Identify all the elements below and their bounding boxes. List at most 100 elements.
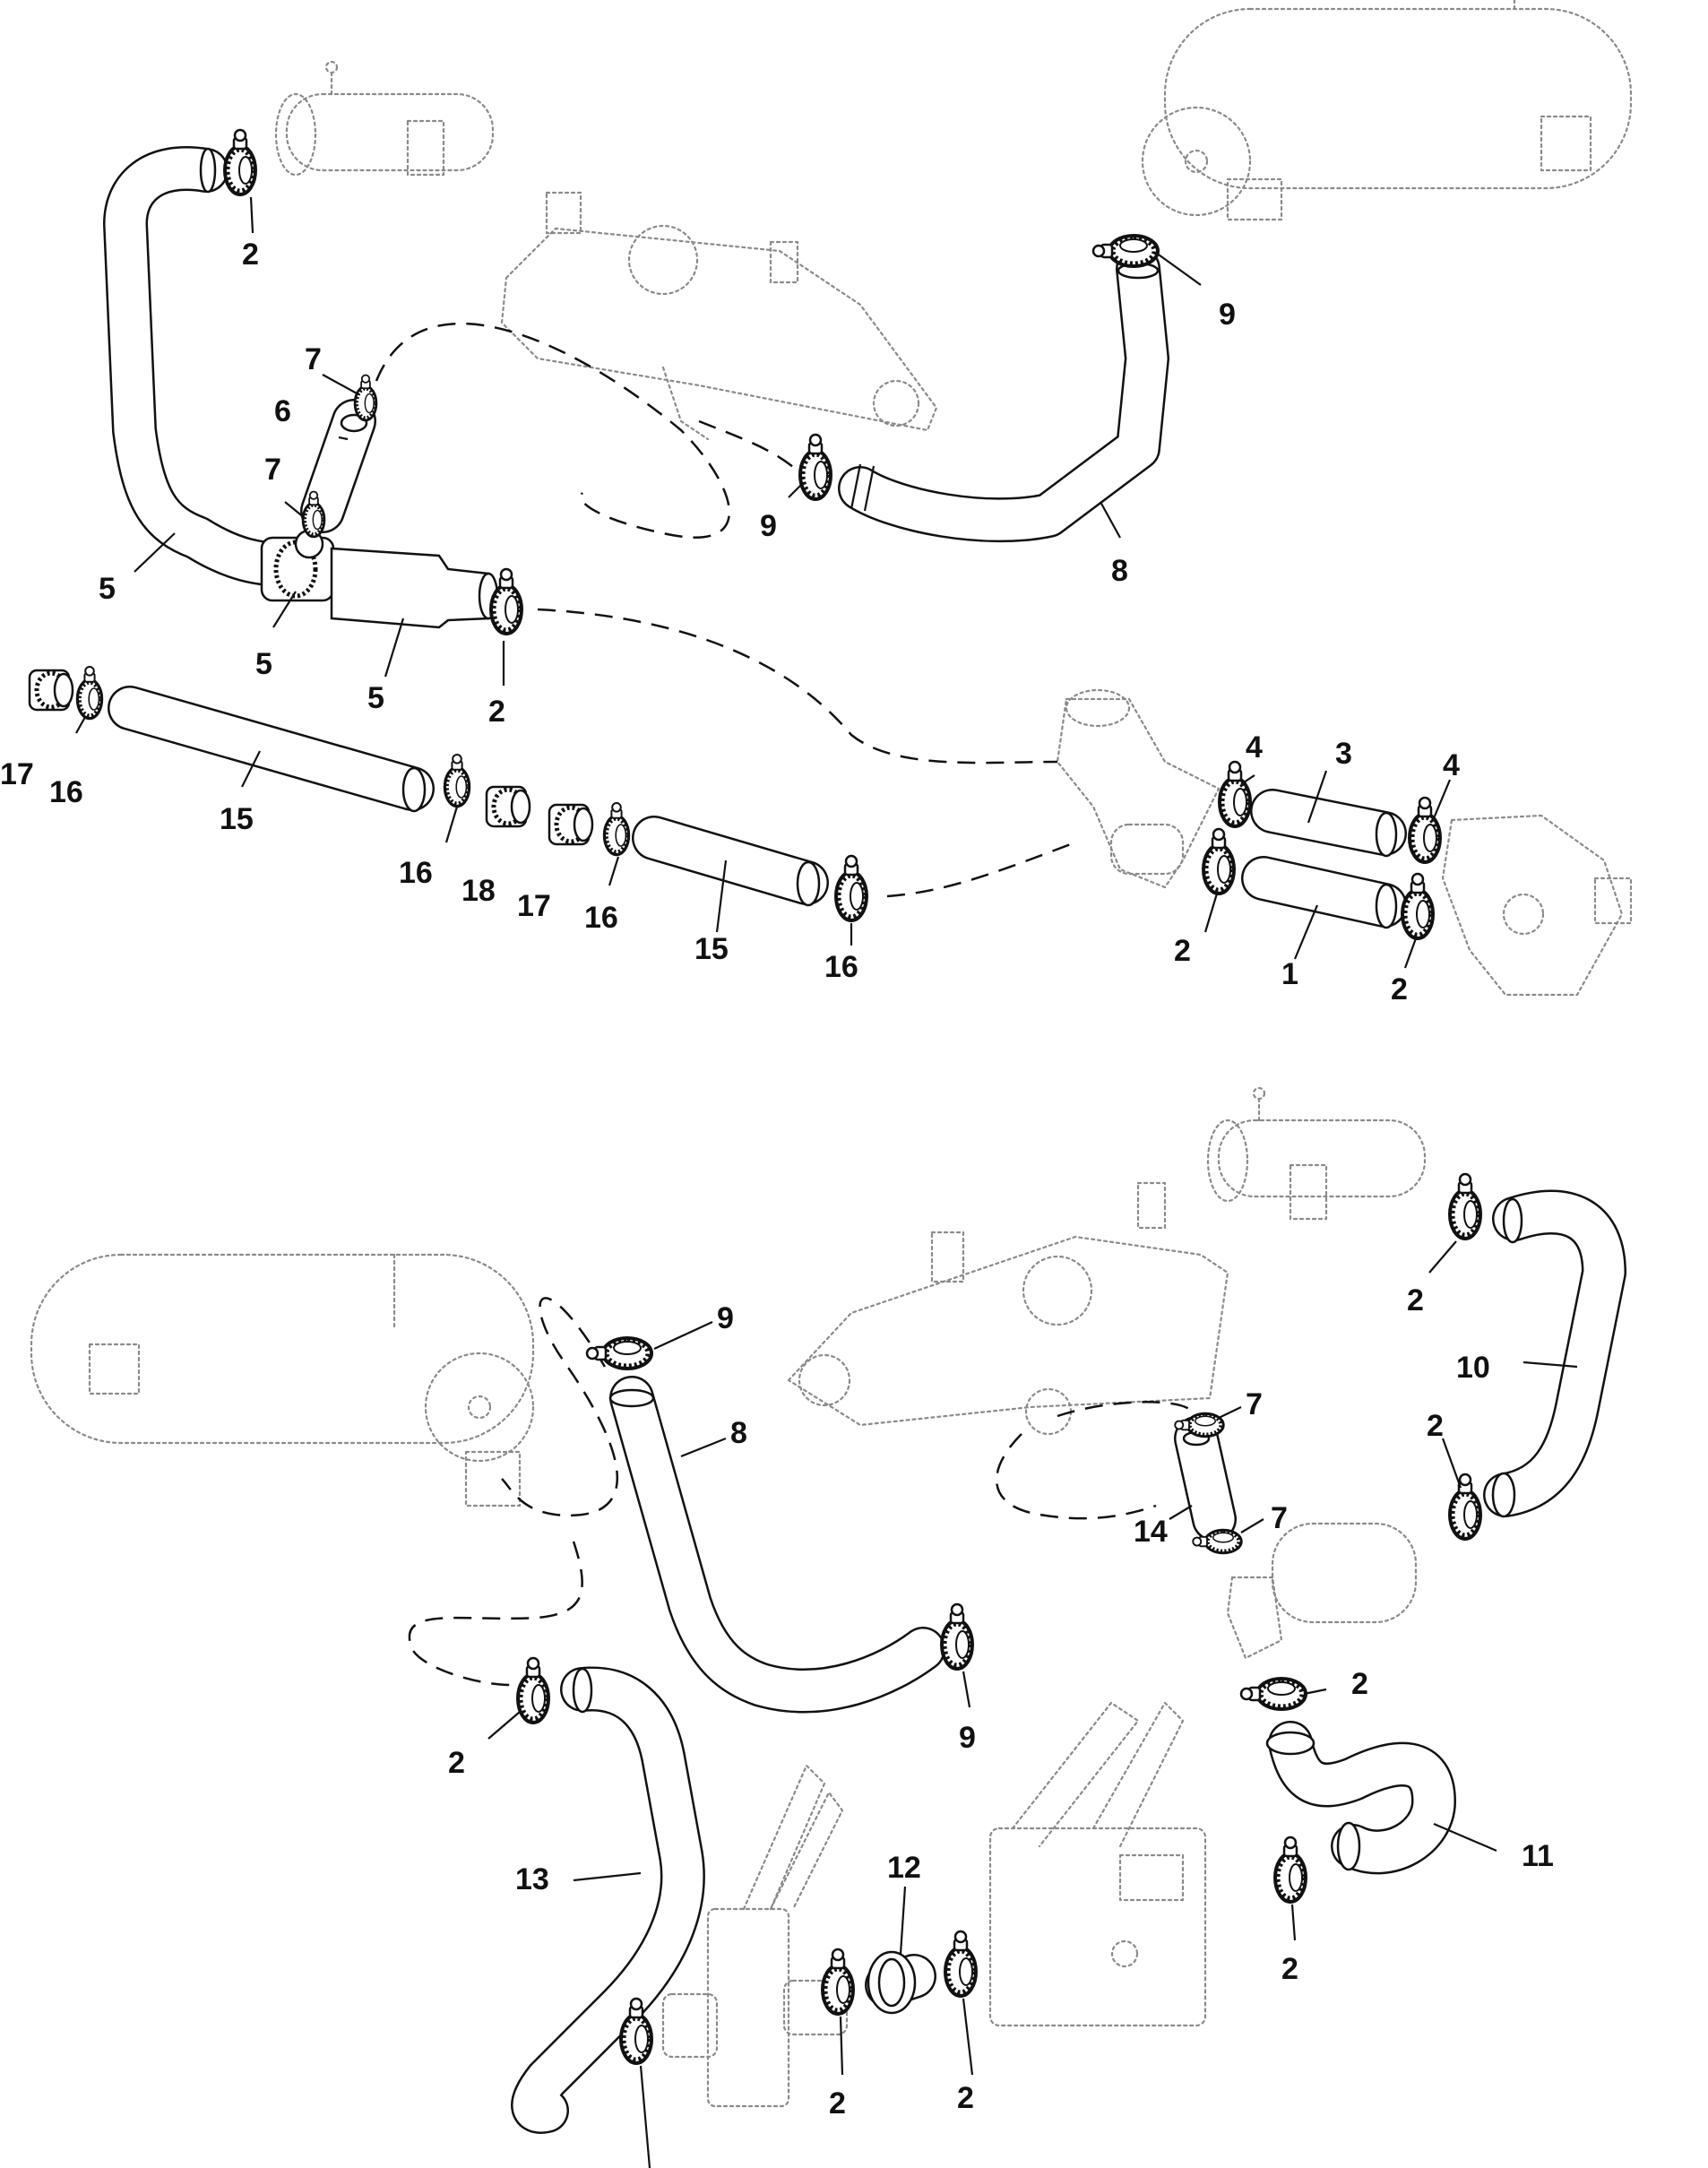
callout-bot-7a: 7 xyxy=(1246,1387,1263,1421)
callout-top-16d: 16 xyxy=(824,950,858,984)
bottom-route-left-loop xyxy=(501,1297,618,1517)
callout-top-17b: 17 xyxy=(517,889,551,923)
clamp-top-2d xyxy=(1402,874,1433,938)
top-manifold-outline xyxy=(500,191,938,441)
bottom-phantom-components xyxy=(30,1086,1427,2108)
top-route-hose6-to-manifold xyxy=(375,322,730,539)
clamp-bot-2c xyxy=(1241,1679,1306,1709)
hose-10 xyxy=(1483,1189,1626,1518)
hose-5 xyxy=(103,146,309,587)
callout-top-6: 6 xyxy=(274,394,291,428)
top-leaders xyxy=(75,196,1452,969)
callout-top-4b: 4 xyxy=(1443,748,1460,782)
clamp-top-2b xyxy=(491,569,522,634)
callout-top-18: 18 xyxy=(462,874,496,908)
callout-bot-2b: 2 xyxy=(1427,1409,1444,1443)
callout-top-2a: 2 xyxy=(242,238,259,272)
clamp-bot-2b xyxy=(1450,1474,1480,1539)
callout-top-16c: 16 xyxy=(584,901,618,935)
hose-14 xyxy=(1174,1416,1237,1542)
hose-5-tee xyxy=(260,529,335,602)
callout-bot-2a: 2 xyxy=(1407,1283,1424,1317)
callout-bot-8: 8 xyxy=(730,1416,747,1450)
hose-8 xyxy=(838,246,1169,543)
callout-top-7a: 7 xyxy=(305,342,322,376)
callout-bot-9a: 9 xyxy=(717,1301,734,1335)
bottom-leaders xyxy=(487,1240,1578,2168)
callout-top-16b: 16 xyxy=(399,856,433,890)
top-tee-block-outline xyxy=(1056,688,1221,889)
clamp-bot-2g xyxy=(945,1931,976,1996)
hose-11 xyxy=(1265,1721,1456,1875)
clamp-bot-9b xyxy=(942,1604,972,1669)
callout-top-3: 3 xyxy=(1335,737,1352,771)
callout-top-17a: 17 xyxy=(0,757,34,791)
clamp-bot-2f xyxy=(823,1949,853,2014)
callout-top-4a: 4 xyxy=(1246,730,1263,764)
hose-12 xyxy=(865,1950,936,2015)
callout-bot-2f: 2 xyxy=(829,2086,846,2120)
top-phantom-components xyxy=(274,0,1633,997)
clamp-top-2a xyxy=(225,130,255,194)
callout-bot-7b: 7 xyxy=(1271,1501,1288,1535)
callout-bot-2e: 2 xyxy=(1281,1952,1298,1986)
clamp-top-16c xyxy=(604,803,628,855)
top-route-clamp2-to-tee xyxy=(537,608,1058,764)
hose-6 xyxy=(300,399,376,533)
clamp-top-7a xyxy=(353,373,378,422)
bottom-assembly: 9 8 2 10 2 7 14 7 2 9 2 11 13 12 2 2 2 2 xyxy=(30,1086,1626,2168)
fitting-top-18 xyxy=(487,787,530,826)
hose-13 xyxy=(511,1666,705,2134)
clamp-bot-9a xyxy=(587,1338,651,1369)
callout-top-16a: 16 xyxy=(49,775,83,809)
top-route-clamp16-to-tee xyxy=(886,841,1076,898)
bottom-route-s-curve xyxy=(408,1541,583,1687)
bottom-route-manifold-to-clamp7 xyxy=(995,1401,1194,1520)
top-assembly: 2 9 7 6 7 9 8 5 5 5 2 17 16 15 16 18 17 … xyxy=(0,0,1633,1006)
clamp-top-9a xyxy=(1093,236,1158,266)
fitting-top-17a xyxy=(30,670,73,710)
callout-top-5a: 5 xyxy=(99,572,116,606)
callout-bot-14: 14 xyxy=(1134,1515,1168,1549)
callout-bot-11: 11 xyxy=(1522,1839,1554,1873)
clamp-bot-2a xyxy=(1450,1174,1480,1239)
bottom-manifold-outline xyxy=(787,1181,1229,1436)
bottom-pump-outline xyxy=(661,1764,849,2108)
callout-top-7b: 7 xyxy=(264,453,281,487)
clamp-top-9b xyxy=(800,435,831,499)
bottom-left-cooler-outline xyxy=(30,1253,535,1507)
fitting-top-17b xyxy=(549,805,592,844)
top-route-manifold-to-clamp9 xyxy=(698,419,798,471)
clamp-top-16a xyxy=(77,667,101,719)
callout-bot-2c: 2 xyxy=(1351,1667,1368,1701)
top-right-cooler-outline xyxy=(1141,0,1633,221)
callout-bot-9b: 9 xyxy=(959,1721,976,1755)
clamp-top-2c xyxy=(1203,829,1234,894)
clamp-bot-2e xyxy=(1275,1837,1306,1902)
callout-top-9b: 9 xyxy=(760,509,777,543)
clamp-bot-2d xyxy=(518,1658,548,1723)
top-left-cooler-outline xyxy=(274,60,495,177)
callout-top-2b: 2 xyxy=(488,695,505,729)
callout-top-1: 1 xyxy=(1281,957,1298,991)
callout-top-2d: 2 xyxy=(1391,972,1408,1006)
clamp-top-16b xyxy=(444,755,469,807)
top-pump-outline xyxy=(1441,814,1633,997)
hose-3 xyxy=(1250,789,1407,858)
callout-top-5c: 5 xyxy=(367,681,384,715)
bottom-right-cooler-outline xyxy=(1206,1086,1427,1221)
callout-top-9a: 9 xyxy=(1219,298,1236,332)
callout-top-5b: 5 xyxy=(255,647,272,681)
callout-bot-2g: 2 xyxy=(957,2081,974,2115)
hose-15-right xyxy=(632,816,829,907)
callout-bot-10: 10 xyxy=(1456,1351,1490,1385)
callout-bot-12: 12 xyxy=(887,1851,921,1885)
bottom-thermostat-outline xyxy=(1226,1522,1418,1660)
callout-top-15a: 15 xyxy=(220,802,254,836)
callout-top-15b: 15 xyxy=(694,932,729,966)
callout-top-8: 8 xyxy=(1111,554,1128,588)
callout-bot-2d: 2 xyxy=(448,1746,465,1780)
callout-top-2c: 2 xyxy=(1174,934,1191,968)
hose-1 xyxy=(1241,856,1407,929)
